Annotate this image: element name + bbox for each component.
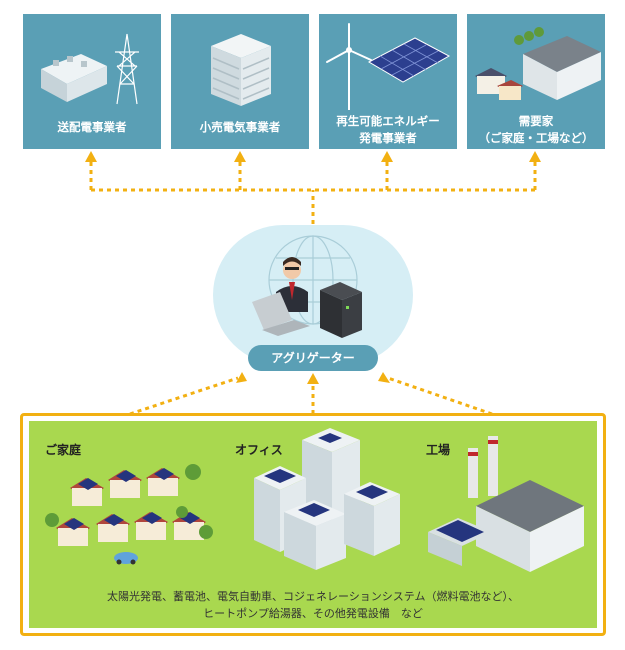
card-label: 小売電気事業者 xyxy=(199,120,281,134)
card-retail-operator: 小売電気事業者 xyxy=(171,14,309,149)
arrowhead-icon xyxy=(381,151,393,162)
town-illustration xyxy=(475,27,601,100)
car-icon xyxy=(114,552,138,565)
factory-illustration xyxy=(428,436,584,572)
section-title-factory: 工場 xyxy=(426,443,451,457)
aggregator-badge: アグリゲーター xyxy=(248,345,378,371)
card-renewable-operator: 再生可能エネルギー 発電事業者 xyxy=(319,14,457,149)
resources-frame xyxy=(20,413,606,636)
office-buildings-illustration xyxy=(254,428,400,570)
building-illustration xyxy=(211,34,271,106)
card-label: 送配電事業者 xyxy=(57,120,127,134)
card-label: 再生可能エネルギー xyxy=(336,114,440,128)
arrowhead-icon xyxy=(307,373,319,384)
solar-panel-array xyxy=(367,37,451,83)
section-title-homes: ご家庭 xyxy=(45,443,82,457)
card-consumers: 需要家 （ご家庭・工場など） xyxy=(467,14,605,149)
arrowhead-icon xyxy=(236,372,247,383)
resources-caption-line2: ヒートポンプ給湯器、その他発電設備 など xyxy=(203,607,423,620)
server-icon xyxy=(320,282,362,338)
card-label: 需要家 xyxy=(518,114,554,128)
substation-illustration xyxy=(41,33,139,105)
card-transmission-operator: 送配電事業者 xyxy=(23,14,161,149)
arrowhead-icon xyxy=(529,151,541,162)
houses-illustration xyxy=(45,464,213,565)
resources-caption-line1: 太陽光発電、蓄電池、電気自動車、コジェネレーションシステム（燃料電池など）、 xyxy=(107,590,519,603)
laptop-icon xyxy=(252,292,310,336)
card-label-sub: 発電事業者 xyxy=(359,131,417,145)
arrowhead-icon xyxy=(85,151,97,162)
wind-solar-illustration xyxy=(326,23,451,110)
arrowhead-icon xyxy=(378,372,390,383)
arrowhead-icon xyxy=(234,151,246,162)
card-label-sub: （ご家庭・工場など） xyxy=(478,131,594,145)
section-title-office: オフィス xyxy=(235,443,283,457)
